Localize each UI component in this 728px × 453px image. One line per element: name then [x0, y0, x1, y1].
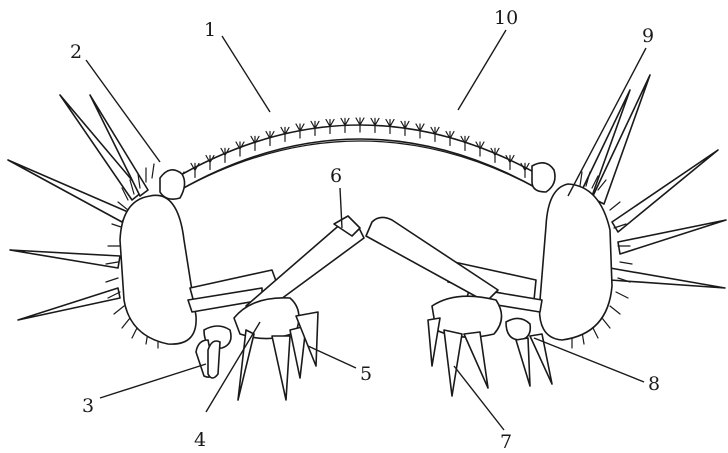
leader-7: [454, 366, 504, 430]
label-7: 7: [500, 431, 512, 453]
label-6: 6: [330, 165, 342, 187]
leader-10: [458, 30, 506, 110]
label-8: 8: [648, 373, 660, 395]
arch-band: [172, 125, 548, 190]
right-arm: [366, 217, 498, 302]
right-plate: [539, 184, 612, 340]
leader-1: [222, 36, 270, 112]
right-nub: [532, 163, 555, 192]
label-2: 2: [70, 41, 82, 63]
label-10: 10: [494, 7, 518, 29]
left-nub: [160, 170, 185, 199]
label-5: 5: [360, 363, 372, 385]
leader-3: [100, 364, 206, 398]
right-seg-7: [432, 296, 502, 337]
left-plate: [120, 195, 196, 344]
label-9: 9: [642, 25, 654, 47]
label-4: 4: [194, 429, 206, 451]
label-1: 1: [204, 19, 216, 41]
label-3: 3: [82, 395, 94, 417]
